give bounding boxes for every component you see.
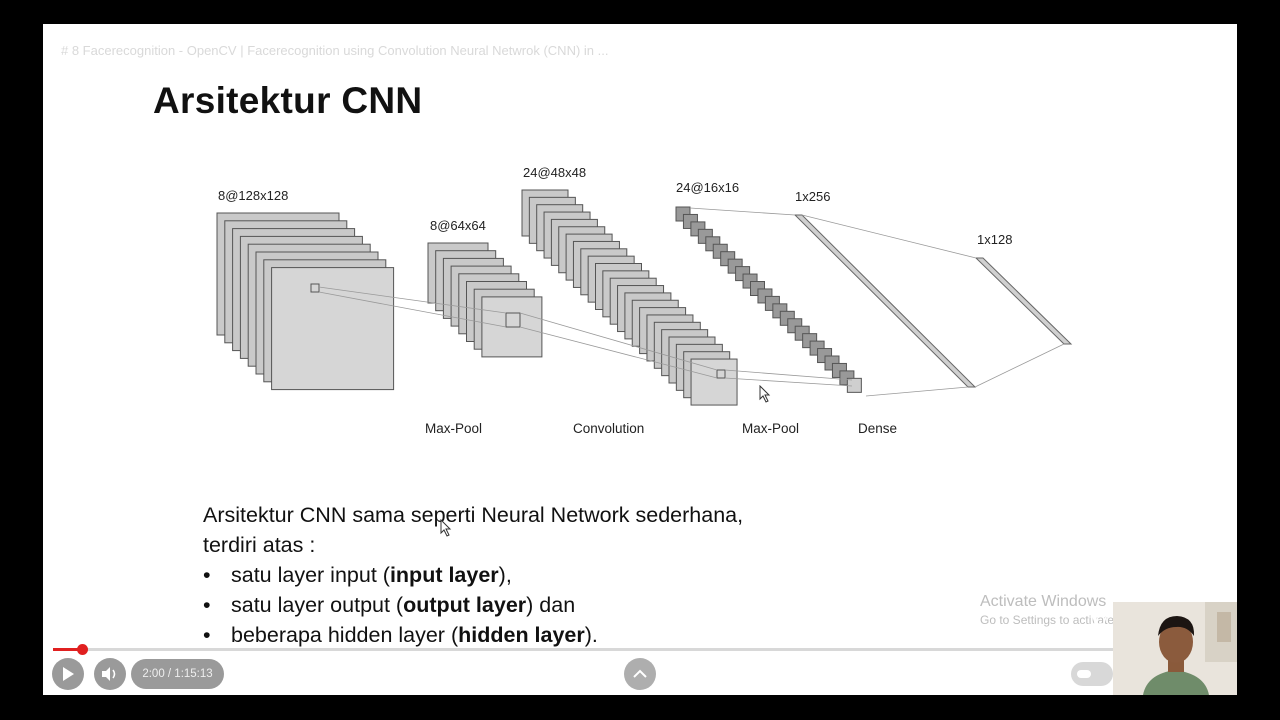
dim-label: 8@128x128: [218, 188, 288, 203]
volume-button[interactable]: [94, 658, 126, 690]
mouse-cursor-icon: [440, 519, 452, 537]
dimension-labels: 8@128x128 8@64x64 24@48x48 24@16x16 1x25…: [218, 165, 1012, 247]
bullet-text: ).: [584, 623, 598, 647]
progress-bar[interactable]: [53, 644, 1113, 655]
play-button[interactable]: [52, 658, 84, 690]
dim-label: 24@16x16: [676, 180, 739, 195]
layer-stack-24at48: [521, 189, 738, 406]
connection-lines: [318, 207, 1065, 397]
time-display: 2:00 / 1:15:13: [131, 659, 224, 689]
feature-map: [271, 267, 395, 391]
bullet-marker: •: [203, 593, 211, 617]
bullet-item: • satu layer input (input layer),: [203, 560, 903, 590]
intro-line: Arsitektur CNN sama seperti Neural Netwo…: [203, 503, 744, 527]
receptive-field-boxes: [310, 283, 726, 379]
watermark-line: Activate Windows: [980, 593, 1107, 610]
layer-stack-8at128: [216, 212, 395, 391]
bullet-text: satu layer input (: [231, 563, 390, 587]
op-label: Max-Pool: [425, 421, 482, 436]
dim-label: 24@48x48: [523, 165, 586, 180]
op-label: Max-Pool: [742, 421, 799, 436]
bullet-list: • satu layer input (input layer), • satu l…: [203, 560, 903, 650]
progress-scrubber[interactable]: [76, 644, 88, 655]
dim-label: 1x256: [795, 189, 830, 204]
bullet-item: • beberapa hidden layer (hidden layer).: [203, 620, 903, 650]
slide-body: Arsitektur CNN sama seperti Neural Netwo…: [203, 500, 903, 650]
play-icon: [63, 667, 74, 681]
bullet-text: ),: [498, 563, 512, 587]
dim-label: 1x128: [977, 232, 1012, 247]
volume-icon: [102, 667, 116, 681]
bullet-item: • satu layer output (output layer) dan: [203, 590, 903, 620]
progress-fill: [53, 648, 82, 651]
presenter-image: [1113, 602, 1237, 695]
operation-labels: Max-Pool Convolution Max-Pool Dense: [425, 421, 897, 436]
feature-map: [690, 358, 738, 406]
feature-map: [846, 377, 862, 393]
layer-stack-8at64: [427, 242, 543, 358]
mouse-cursor-icon: [759, 385, 771, 403]
op-label: Convolution: [573, 421, 644, 436]
bullet-bold: hidden layer: [458, 623, 585, 647]
webcam-overlay: [1113, 602, 1237, 695]
layer-stack-24at16: [675, 206, 862, 393]
bullet-text: beberapa hidden layer (: [231, 623, 459, 647]
chevron-up-icon: [633, 669, 647, 678]
intro-line: terdiri atas :: [203, 533, 316, 557]
cnn-architecture-diagram: 8@128x128 8@64x64 24@48x48 24@16x16 1x25…: [216, 165, 1073, 436]
bullet-text: satu layer output (: [231, 593, 404, 617]
bullet-marker: •: [203, 563, 211, 587]
bullet-bold: output layer: [403, 593, 527, 617]
slide-title: Arsitektur CNN: [153, 80, 423, 121]
thumbs-up-icon: [1091, 609, 1107, 625]
bullet-marker: •: [203, 623, 211, 647]
dense-bar-128: [974, 257, 1073, 345]
like-button[interactable]: [1086, 604, 1112, 630]
op-label: Dense: [858, 421, 897, 436]
bullet-text: ) dan: [526, 593, 576, 617]
autoplay-toggle[interactable]: [1071, 662, 1113, 686]
expand-button[interactable]: [624, 658, 656, 690]
slide: # 8 Facerecognition - OpenCV | Facerecog…: [43, 24, 1237, 695]
bullet-bold: input layer: [389, 563, 499, 587]
dim-label: 8@64x64: [430, 218, 486, 233]
